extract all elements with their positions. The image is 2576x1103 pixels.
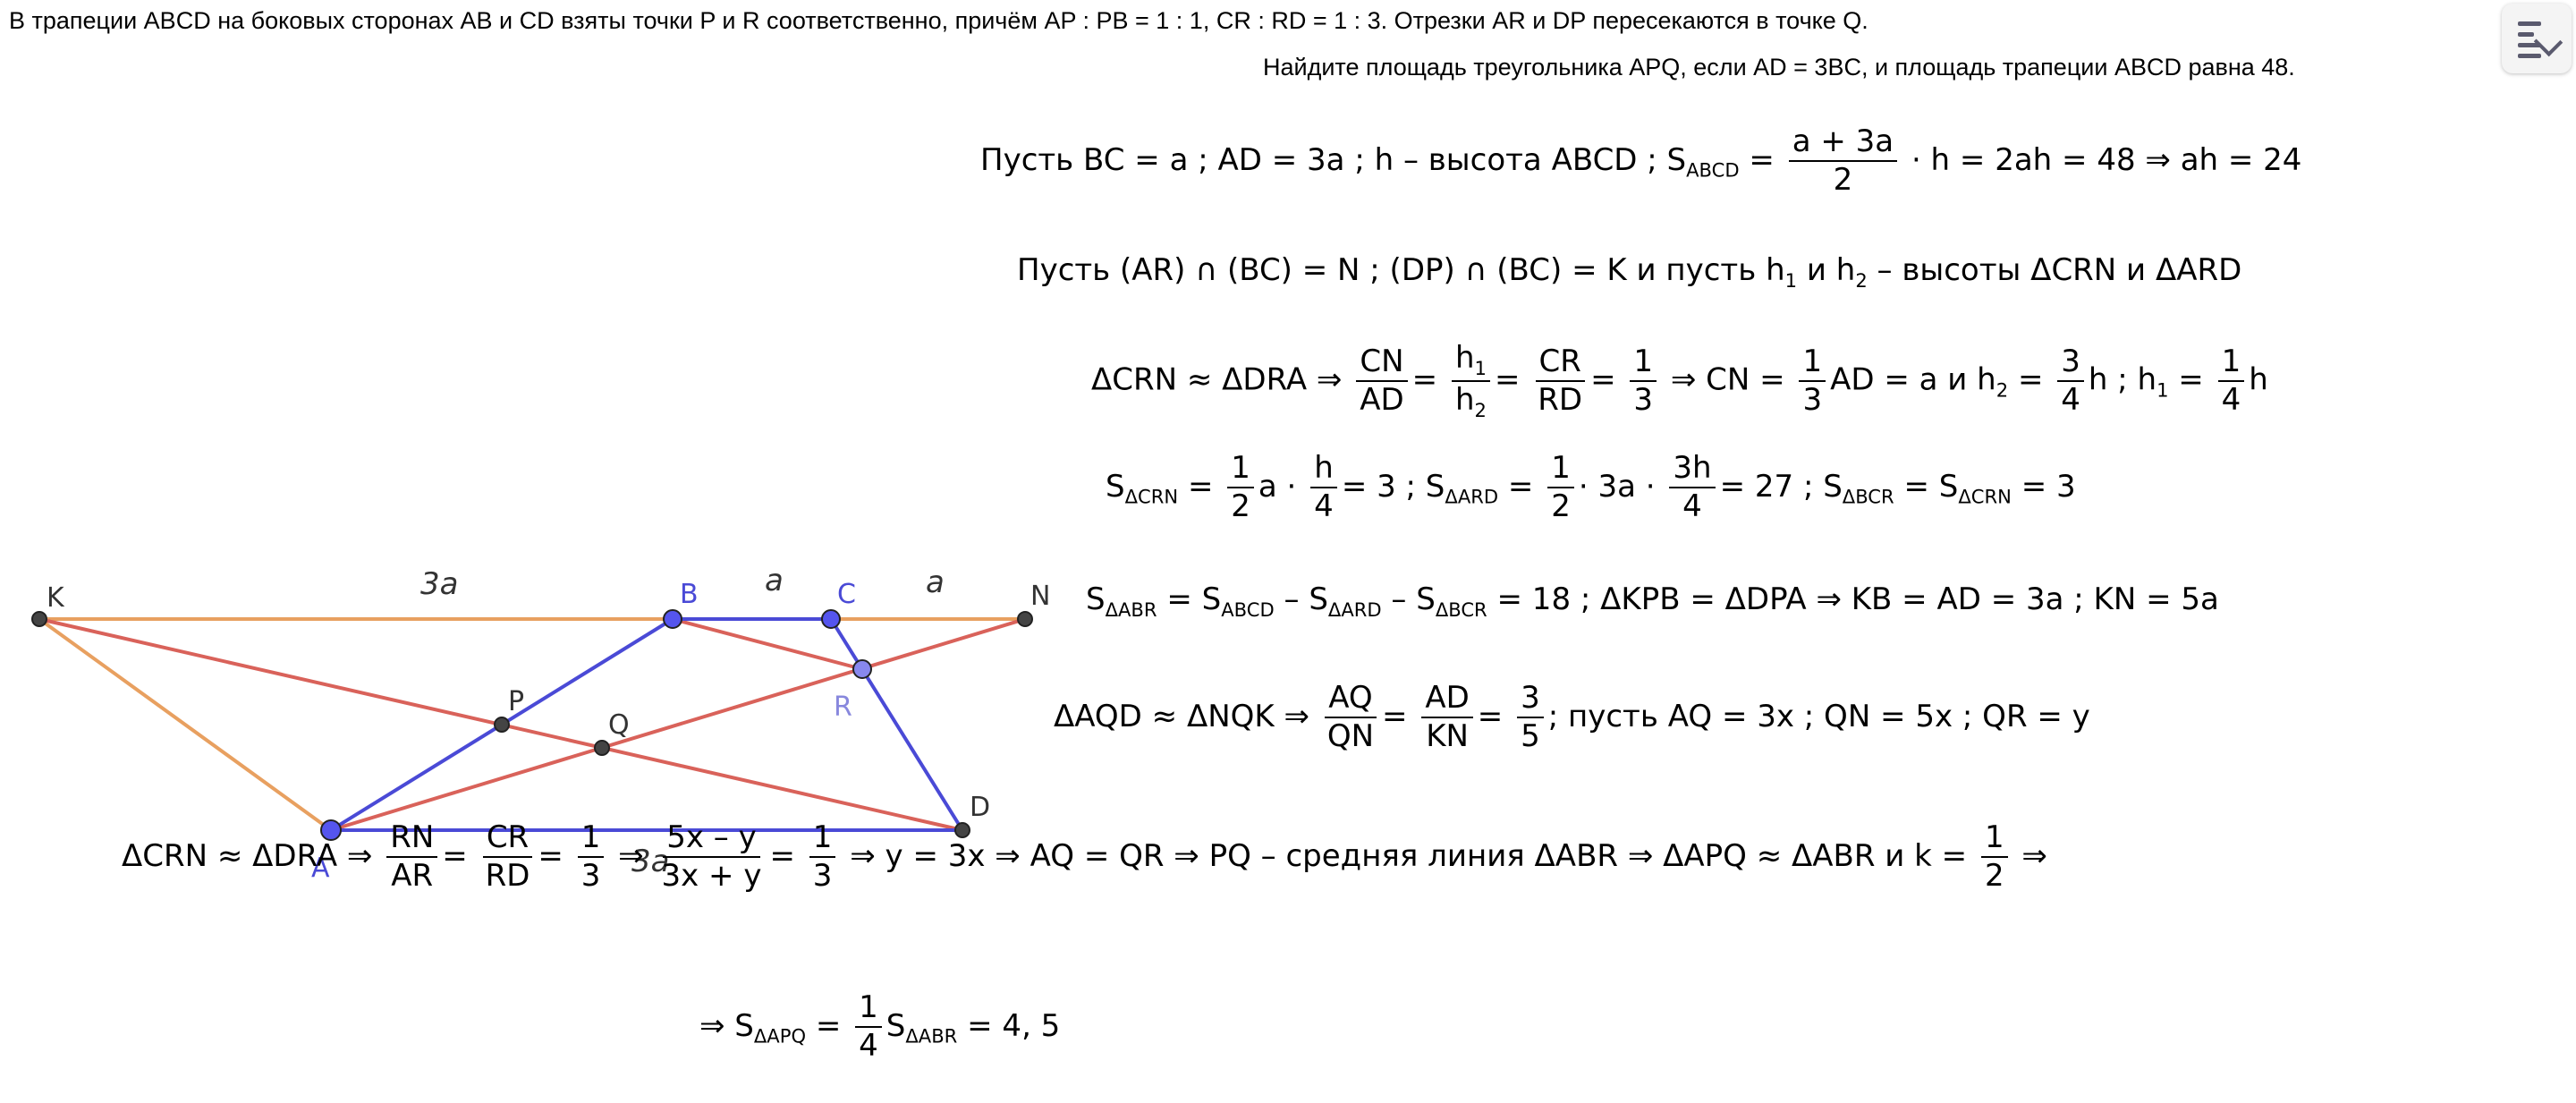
label-B: B bbox=[680, 579, 699, 610]
solution-line-5: SΔABR = SABCD – SΔARD – SΔBCR = 18 ; ΔKP… bbox=[1086, 581, 2219, 621]
label-A: A bbox=[311, 853, 330, 884]
segment-KA bbox=[38, 617, 333, 832]
point-C[interactable] bbox=[821, 609, 841, 629]
seg-label-BC: a bbox=[765, 563, 784, 598]
point-R[interactable] bbox=[852, 659, 872, 679]
side-CD bbox=[829, 617, 964, 832]
label-N: N bbox=[1030, 581, 1050, 612]
segment-BR bbox=[672, 617, 863, 671]
label-K: K bbox=[47, 582, 65, 614]
segment-AN bbox=[330, 617, 1026, 832]
solution-line-1: Пусть BC = a ; AD = 3a ; h – высота ABCD… bbox=[980, 123, 2302, 199]
point-B[interactable] bbox=[663, 609, 682, 629]
point-P[interactable] bbox=[494, 717, 510, 733]
point-N[interactable] bbox=[1017, 611, 1033, 627]
trapezoid-diagram: K B C N A D P Q R 3a a a 3a bbox=[31, 563, 1050, 884]
label-P: P bbox=[508, 686, 524, 717]
problem-line-1: В трапеции ABCD на боковых сторонах AB и… bbox=[9, 7, 1868, 34]
point-D[interactable] bbox=[954, 822, 970, 838]
point-Q[interactable] bbox=[594, 740, 610, 756]
problem-line-2: Найдите площадь треугольника APQ, если A… bbox=[1263, 54, 2295, 81]
menu-button[interactable] bbox=[2502, 4, 2572, 73]
seg-label-KB: 3a bbox=[420, 566, 458, 602]
label-Q: Q bbox=[608, 709, 630, 741]
seg-label-AD: 3a bbox=[631, 844, 669, 879]
point-A[interactable] bbox=[320, 819, 342, 841]
label-C: C bbox=[837, 579, 856, 610]
solution-line-2: Пусть (AR) ∩ (BC) = N ; (DP) ∩ (BC) = K … bbox=[1017, 252, 2242, 292]
seg-label-CN: a bbox=[926, 564, 945, 600]
label-R: R bbox=[834, 691, 852, 723]
point-K[interactable] bbox=[31, 611, 47, 627]
label-D: D bbox=[970, 792, 990, 823]
